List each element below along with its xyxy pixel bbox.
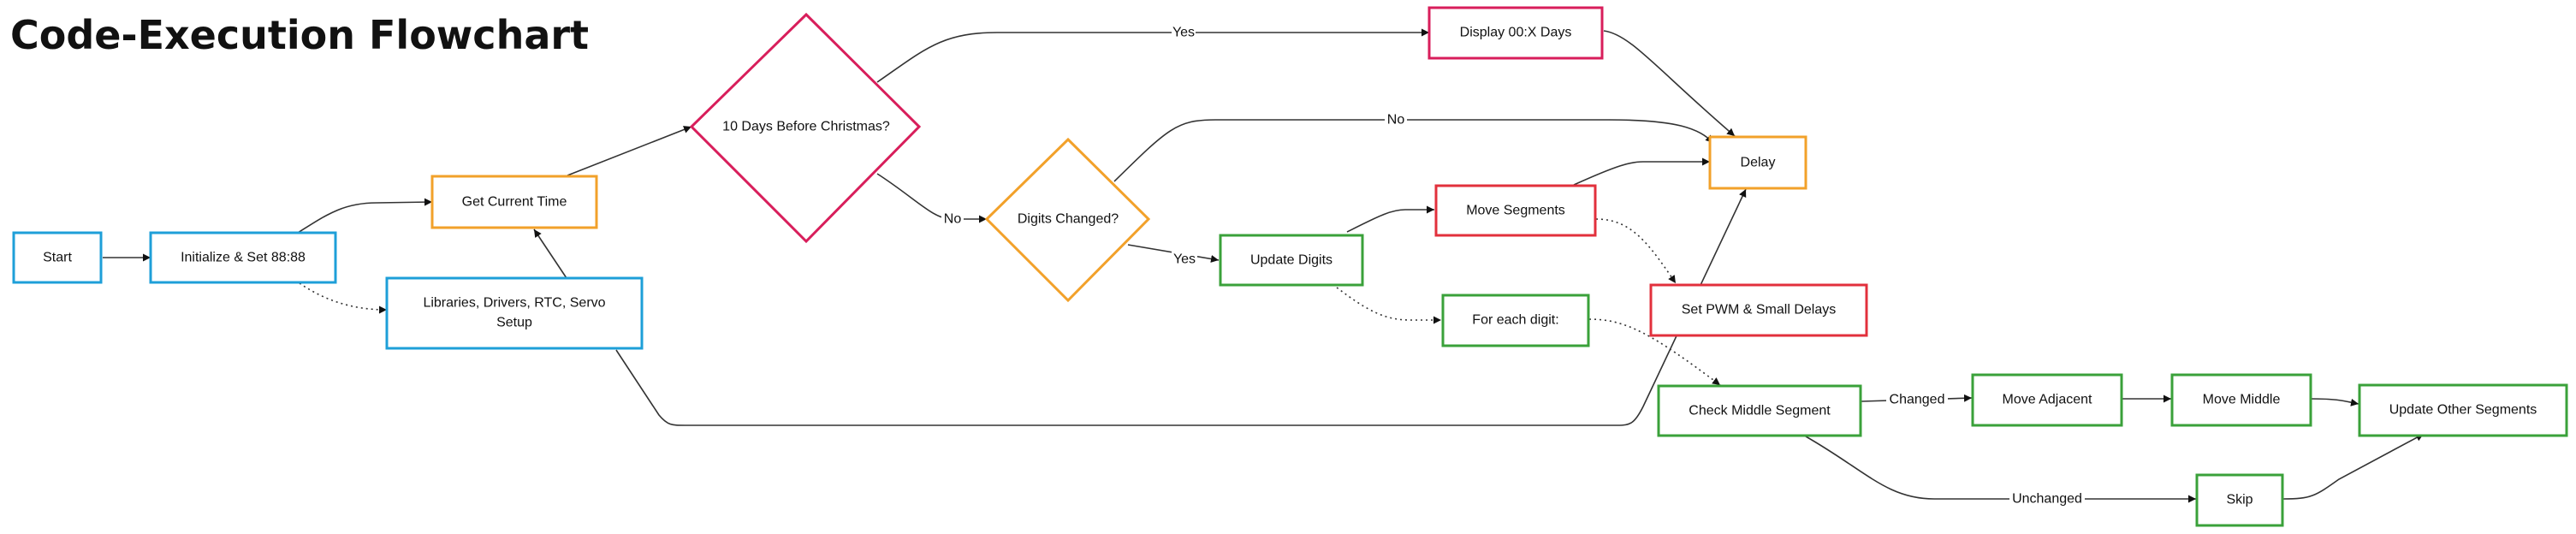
edge-libs-get-time: [533, 228, 567, 279]
node-start-label: Start: [43, 251, 72, 265]
node-pwm[interactable]: Set PWM & Small Delays: [1649, 283, 1868, 337]
node-delay-box: [1708, 135, 1807, 190]
node-init[interactable]: Initialize & Set 88:88: [149, 231, 337, 284]
edge-label-bg: [2009, 491, 2085, 507]
node-display[interactable]: Display 00:X Days: [1427, 6, 1604, 60]
node-update-digits[interactable]: Update Digits: [1219, 234, 1364, 287]
edge-label-yes-update: Yes: [1173, 252, 1196, 267]
edge-labels: Yes No No Yes Changed Unchanged: [941, 25, 2085, 507]
node-move-adjacent-label: Move Adjacent: [2003, 393, 2093, 407]
edge-init-get-time: [297, 198, 433, 234]
node-move-segments[interactable]: Move Segments: [1434, 184, 1597, 237]
node-ten-days-label: 10 Days Before Christmas?: [722, 120, 890, 134]
node-skip[interactable]: Skip: [2195, 473, 2284, 527]
edge-digits-delay: [1113, 119, 1714, 182]
edge-init-libs: [299, 282, 388, 314]
node-pwm-label: Set PWM & Small Delays: [1682, 303, 1836, 317]
edge-skip-update-other: [2282, 433, 2425, 500]
node-for-each-label: For each digit:: [1472, 313, 1558, 328]
edge-get-time-ten-days: [567, 126, 692, 176]
node-ten-days-diamond: [689, 12, 922, 244]
node-digits-changed-label: Digits Changed?: [1018, 212, 1119, 227]
node-move-segments-label: Move Segments: [1466, 204, 1565, 218]
node-get-time[interactable]: Get Current Time: [430, 175, 598, 229]
edge-label-bg: [1886, 392, 1948, 407]
node-check-middle[interactable]: Check Middle Segment: [1657, 384, 1862, 437]
node-move-middle-label: Move Middle: [2203, 393, 2281, 407]
edge-label-yes-display: Yes: [1172, 26, 1195, 40]
node-skip-box: [2195, 473, 2284, 527]
edge-label-unchanged: Unchanged: [2012, 492, 2082, 507]
node-display-box: [1427, 6, 1604, 60]
page-title: Code-Execution Flowchart: [10, 12, 590, 58]
node-get-time-box: [430, 175, 598, 229]
node-digits-changed[interactable]: Digits Changed?: [984, 137, 1151, 303]
edge-move-segments-delay: [1573, 157, 1710, 186]
edge-label-bg: [941, 211, 964, 227]
node-pwm-box: [1649, 283, 1868, 337]
edge-check-middle-skip: [1805, 436, 2196, 503]
node-get-time-label: Get Current Time: [462, 195, 567, 210]
node-libs-box: [385, 276, 644, 350]
edge-display-delay: [1603, 30, 1736, 137]
edge-update-for-each: [1336, 287, 1441, 324]
node-delay[interactable]: Delay: [1708, 135, 1807, 190]
edge-label-changed: Changed: [1890, 393, 1945, 407]
node-libs-label-line1: Libraries, Drivers, RTC, Servo: [423, 296, 605, 311]
node-init-label: Initialize & Set 88:88: [181, 251, 306, 265]
edge-ten-days-display: [876, 28, 1429, 83]
edges: [103, 28, 2425, 503]
edge-move-segments-pwm: [1595, 218, 1677, 284]
edge-label-bg: [1172, 252, 1197, 267]
node-update-digits-label: Update Digits: [1250, 253, 1333, 268]
edge-move-middle-update-other: [2310, 398, 2359, 406]
node-start[interactable]: Start: [12, 231, 103, 284]
node-move-adjacent-box: [1971, 373, 2123, 427]
node-move-middle[interactable]: Move Middle: [2170, 373, 2312, 427]
node-libs[interactable]: Libraries, Drivers, RTC, Servo Setup: [385, 276, 644, 350]
edge-libs-delay-loop: [615, 188, 1747, 426]
edge-label-no-delay: No: [1387, 113, 1405, 128]
node-move-segments-box: [1434, 184, 1597, 237]
node-skip-label: Skip: [2226, 493, 2253, 507]
node-ten-days[interactable]: 10 Days Before Christmas?: [689, 12, 922, 244]
edge-update-move-segments: [1346, 205, 1434, 233]
node-init-box: [149, 231, 337, 284]
node-update-digits-box: [1219, 234, 1364, 287]
edge-ten-days-digits: [876, 173, 987, 223]
edge-label-bg: [1385, 112, 1407, 128]
node-update-other[interactable]: Update Other Segments: [2358, 383, 2568, 437]
node-digits-changed-diamond: [984, 137, 1151, 303]
nodes: Start Initialize & Set 88:88 Libraries, …: [12, 6, 2568, 527]
node-libs-label-line2: Setup: [496, 316, 532, 330]
node-update-other-box: [2358, 383, 2568, 437]
node-delay-label: Delay: [1741, 156, 1776, 170]
node-update-other-label: Update Other Segments: [2389, 403, 2537, 418]
edge-label-bg: [1172, 25, 1196, 40]
node-move-middle-box: [2170, 373, 2312, 427]
node-start-box: [12, 231, 103, 284]
node-check-middle-box: [1657, 384, 1862, 437]
edge-label-no-digits: No: [944, 212, 962, 227]
node-for-each[interactable]: For each digit:: [1441, 294, 1590, 347]
node-move-adjacent[interactable]: Move Adjacent: [1971, 373, 2123, 427]
node-for-each-box: [1441, 294, 1590, 347]
node-check-middle-label: Check Middle Segment: [1689, 404, 1831, 418]
node-display-label: Display 00:X Days: [1460, 26, 1572, 40]
